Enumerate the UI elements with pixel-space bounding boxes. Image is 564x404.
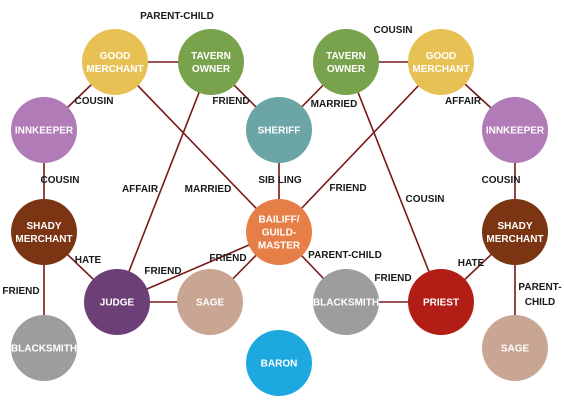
node-label-shady-merchant-left-line2: MERCHANT [15,234,72,245]
edge-label-parent-child-mid: PARENT-CHILD [308,250,382,261]
node-label-good-merchant-right-line2: MERCHANT [412,64,469,75]
node-label-sage-right-line1: SAGE [501,344,530,355]
node-priest: PRIEST [408,269,474,335]
node-label-tavern-owner-left-line1: TAVERN [191,51,231,62]
edge-label-friend-sage: FRIEND [209,253,246,264]
edge-label-married-left: MARRIED [185,184,232,195]
node-circle-good-merchant-right [408,29,474,95]
node-baron: BARON [246,330,312,396]
edge-label-sibling: SIB LING [258,175,302,186]
edge-label-cousin-right-mid: COUSIN [482,175,521,186]
node-circle-baron [246,330,312,396]
node-label-blacksmith-left-line1: BLACKSMITH [11,344,77,355]
node-tavern-owner-right: TAVERN OWNER [313,29,379,95]
node-shady-merchant-right: SHADY MERCHANT [482,199,548,265]
edge-tavern-owner-right-to-priest [345,61,442,303]
node-circle-blacksmith-left [11,315,77,381]
node-label-good-merchant-left-line2: MERCHANT [86,64,143,75]
node-label-innkeeper-right-line1: INNKEEPER [486,126,545,137]
edge-label-cousin-left-mid: COUSIN [41,175,80,186]
node-label-good-merchant-left-line1: GOOD [100,51,131,62]
node-tavern-owner-left: TAVERN OWNER [178,29,244,95]
edge-label-friend-center: FRIEND [329,183,366,194]
node-sheriff: SHERIFF [246,97,312,163]
edge-label-cousin-priest: COUSIN [406,194,445,205]
node-innkeeper-left: INNKEEPER [11,97,77,163]
node-label-bailiff-line1: BAILIFF/ [258,215,299,226]
node-label-good-merchant-right-line1: GOOD [426,51,457,62]
edge-label-cousin-top-right: COUSIN [374,25,413,36]
edge-label-hate-left: HATE [75,255,102,266]
node-innkeeper-right: INNKEEPER [482,97,548,163]
node-circle-tavern-owner-left [178,29,244,95]
edge-label-friend-priest: FRIEND [374,273,411,284]
node-label-baron-line1: BARON [261,359,298,370]
edge-label-parent-child-right-2: CHILD [525,297,556,308]
node-circle-bailiff [246,199,312,265]
edge-label-cousin-left-upper: COUSIN [75,96,114,107]
node-label-bailiff-line2: GUILD- [262,228,296,239]
node-circle-good-merchant-left [82,29,148,95]
edge-good-merchant-left-to-bailiff [114,61,280,233]
node-label-priest-line1: PRIEST [423,298,459,309]
node-circle-priest [408,269,474,335]
node-circle-innkeeper-right [482,97,548,163]
edge-tavern-owner-left-to-judge [116,61,212,303]
node-label-shady-merchant-right-line1: SHADY [497,221,532,232]
node-sage-left: SAGE [177,269,243,335]
node-label-shady-merchant-right-line2: MERCHANT [486,234,543,245]
node-sage-right: SAGE [482,315,548,381]
node-judge: JUDGE [84,269,150,335]
node-label-sheriff-line1: SHERIFF [258,126,301,137]
node-circle-shady-merchant-right [482,199,548,265]
node-label-shady-merchant-left-line1: SHADY [26,221,61,232]
node-label-bailiff-line3: MASTER [258,241,301,252]
node-circle-sage-right [482,315,548,381]
edge-label-married-sheriff: MARRIED [311,99,358,110]
edge-label-friend-tavern-sheriff: FRIEND [212,96,249,107]
edge-label-affair-left: AFFAIR [122,184,159,195]
node-good-merchant-left: GOOD MERCHANT [82,29,148,95]
node-circle-innkeeper-left [11,97,77,163]
edge-label-friend-left-low: FRIEND [2,286,39,297]
node-blacksmith-mid: BLACKSMITH [313,269,379,335]
node-label-tavern-owner-left-line2: OWNER [192,64,231,75]
node-shady-merchant-left: SHADY MERCHANT [11,199,77,265]
node-circle-sage-left [177,269,243,335]
node-circle-blacksmith-mid [313,269,379,335]
edge-label-parent-child-top: PARENT-CHILD [140,11,214,22]
node-label-tavern-owner-right-line1: TAVERN [326,51,366,62]
nodes-layer: GOOD MERCHANT TAVERN OWNER TAVERN OWNER GOOD ME… [11,29,548,396]
node-bailiff: BAILIFF/GUILD- MASTER [246,199,312,265]
node-circle-judge [84,269,150,335]
node-label-sage-left-line1: SAGE [196,298,225,309]
node-label-judge-line1: JUDGE [100,298,135,309]
node-circle-sheriff [246,97,312,163]
node-label-tavern-owner-right-line2: OWNER [327,64,366,75]
node-label-blacksmith-mid-line1: BLACKSMITH [313,298,379,309]
edge-label-hate-right: HATE [458,258,485,269]
node-label-innkeeper-left-line1: INNKEEPER [15,126,74,137]
edge-label-parent-child-right: PARENT- [518,282,561,293]
edge-label-friend-judge: FRIEND [144,266,181,277]
edge-label-affair-right: AFFAIR [445,96,482,107]
node-circle-tavern-owner-right [313,29,379,95]
edge-good-merchant-right-to-bailiff [278,61,442,233]
node-circle-shady-merchant-left [11,199,77,265]
node-good-merchant-right: GOOD MERCHANT [408,29,474,95]
node-blacksmith-left: BLACKSMITH [11,315,77,381]
